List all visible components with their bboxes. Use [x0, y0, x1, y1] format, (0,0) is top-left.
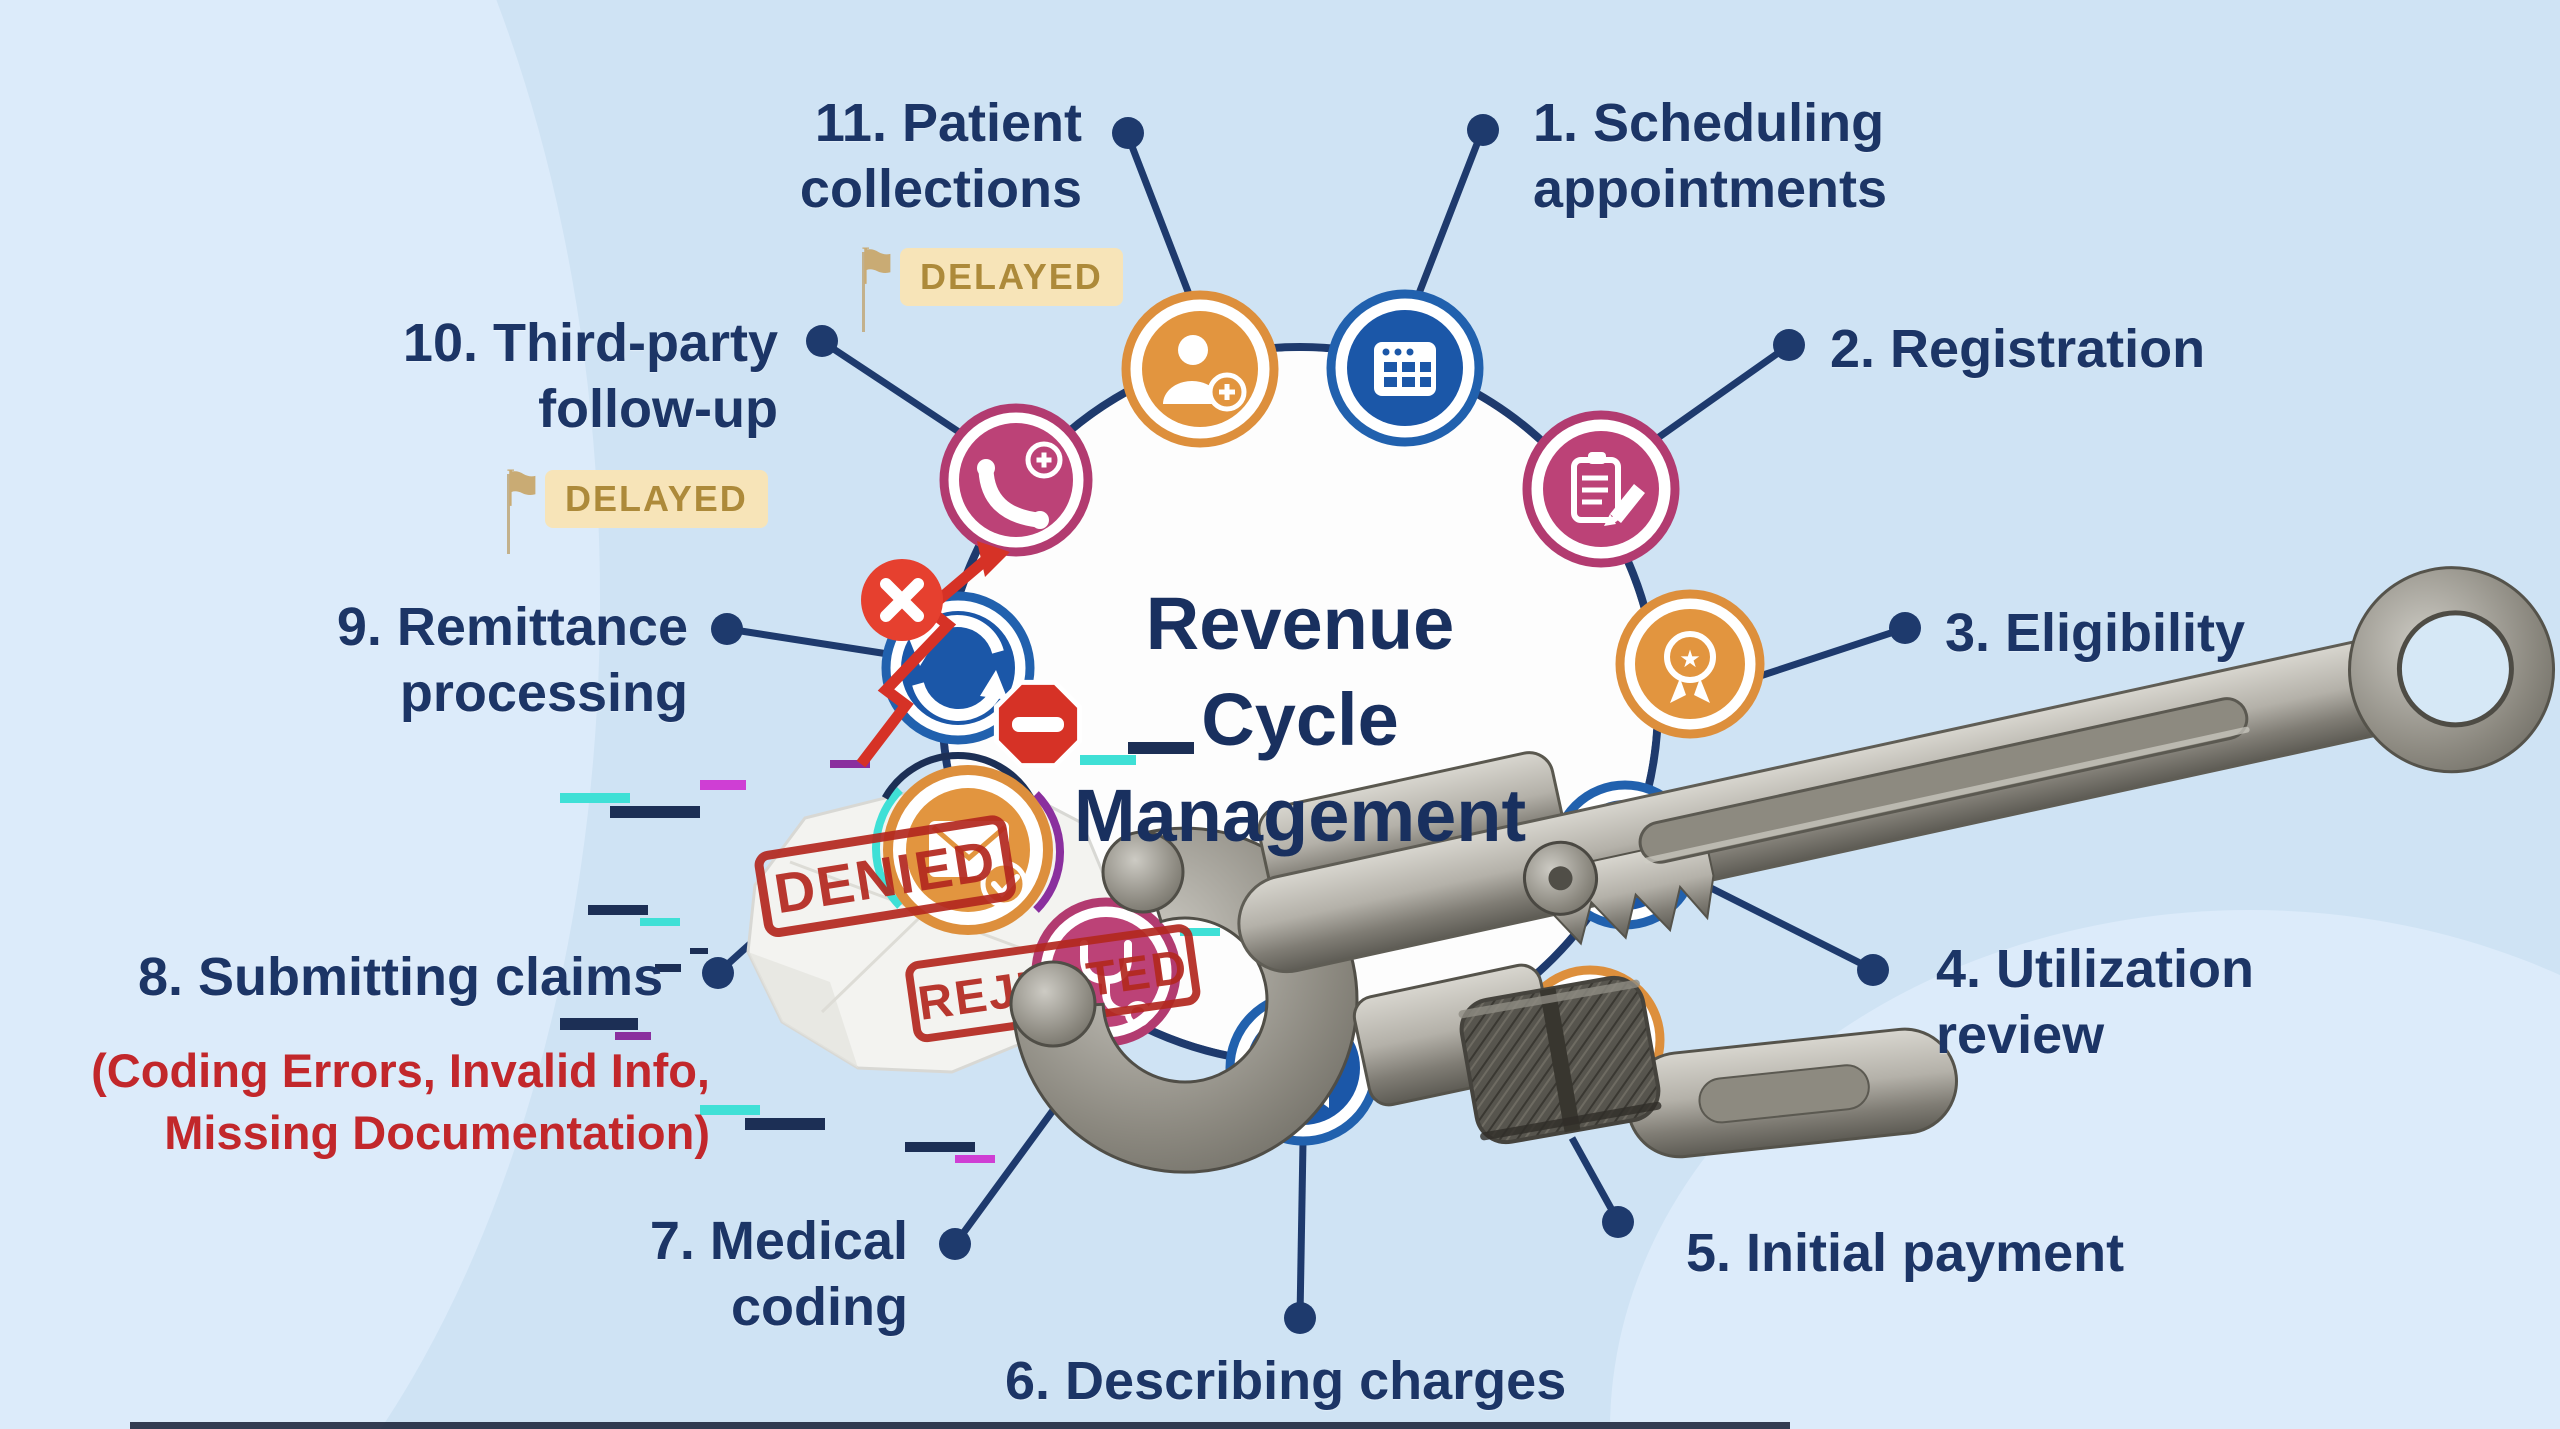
- connector-dot-9: [711, 613, 743, 645]
- step-label-7: 7. Medical coding: [649, 1211, 908, 1337]
- connector-line-7: [953, 1095, 1065, 1246]
- calendar-icon: [1374, 342, 1436, 396]
- third-party-icon: [939, 403, 1093, 557]
- error-x-icon: [861, 559, 943, 641]
- connector-line-2: [1649, 343, 1791, 445]
- connector-dot-10: [806, 325, 838, 357]
- flagpole: [862, 252, 865, 332]
- registration-icon: [1522, 410, 1680, 568]
- connector-line-6: [1296, 1141, 1307, 1318]
- svg-text:★: ★: [1679, 646, 1701, 673]
- glitch-artifacts: [560, 742, 1382, 1163]
- scheduling-icon: [1326, 289, 1484, 447]
- connector-line-10: [821, 339, 964, 437]
- step-label-2: 2. Registration: [1830, 319, 2206, 379]
- connector-line-1: [1414, 129, 1486, 298]
- connector-dot-8: [702, 957, 734, 989]
- delayed-badge-patient-collections: ⚑ DELAYED: [854, 239, 1123, 332]
- no-entry-icon: [993, 679, 1083, 769]
- connector-line-3: [1758, 625, 1905, 680]
- step-label-5: 5. Initial payment: [1686, 1223, 2125, 1283]
- award-ribbon-icon: ★: [1664, 631, 1716, 703]
- step-label-3: 3. Eligibility: [1945, 603, 2246, 663]
- clipboard-pencil-icon: [1571, 452, 1645, 526]
- step-label-6: 6. Describing charges: [1005, 1351, 1567, 1411]
- connector-dot-6: [1284, 1302, 1316, 1334]
- person-add-icon: [1163, 335, 1247, 412]
- flag-icon: ⚑: [854, 239, 899, 295]
- flag-icon: ⚑: [499, 461, 544, 517]
- connector-dot-5: [1602, 1206, 1634, 1238]
- step-label-4: 4. Utilization review: [1936, 939, 2255, 1065]
- claims-error-note: (Coding Errors, Invalid Info, Missing Do…: [91, 1044, 710, 1159]
- connector-line-11: [1124, 134, 1196, 304]
- connector-line-5: [1568, 1136, 1622, 1223]
- connector-line-4: [1693, 876, 1874, 973]
- eligibility-icon: ★: [1615, 589, 1765, 739]
- page-title: Revenue Cycle Management: [1073, 582, 1527, 857]
- flagpole: [507, 474, 510, 554]
- step-label-11: 11. Patient collections: [799, 93, 1082, 219]
- connector-line-9: [727, 625, 889, 658]
- delayed-badge-third-party: ⚑ DELAYED: [499, 461, 768, 554]
- connector-lines: [702, 114, 1921, 1334]
- connector-dot-2: [1773, 329, 1805, 361]
- wrench-image: [1009, 566, 2556, 1174]
- phone-add-icon: [977, 441, 1063, 529]
- connector-dot-1: [1467, 114, 1499, 146]
- connector-dot-3: [1889, 612, 1921, 644]
- remittance-failure-marks: [856, 541, 1083, 769]
- connector-dot-11: [1112, 117, 1144, 149]
- connector-dot-7: [939, 1228, 971, 1260]
- patient-collections-icon: [1121, 290, 1279, 448]
- step-label-9: 9. Remittance processing: [336, 597, 688, 723]
- delayed-badge-label: DELAYED: [900, 248, 1123, 306]
- delayed-badge-label: DELAYED: [545, 470, 768, 528]
- connector-dot-4: [1857, 954, 1889, 986]
- bottom-dark-strip: [130, 1422, 1790, 1429]
- step-label-10: 10. Third-party follow-up: [402, 313, 778, 439]
- step-label-1: 1. Scheduling appointments: [1533, 93, 1888, 219]
- step-label-8: 8. Submitting claims: [138, 947, 664, 1007]
